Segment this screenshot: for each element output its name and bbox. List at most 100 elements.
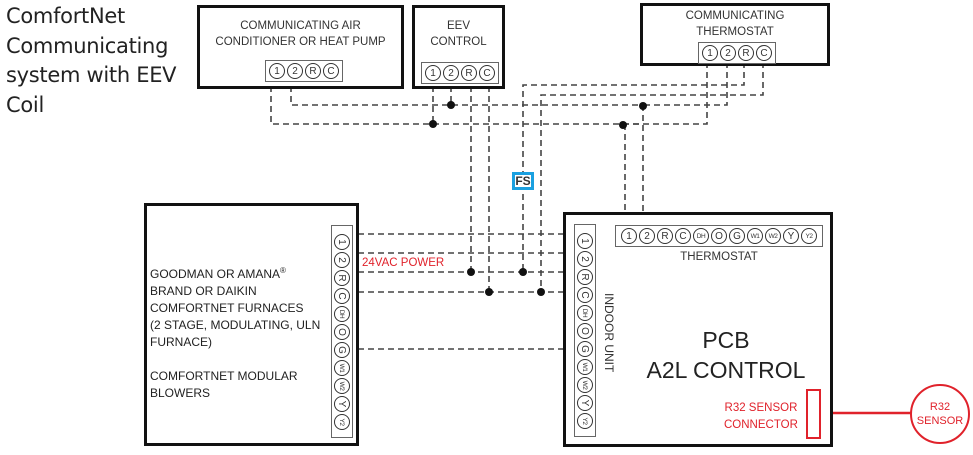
eev-control-box: EEV CONTROL 1 2 R C — [412, 5, 505, 89]
terminal-1: 1 — [621, 228, 637, 244]
sensor-label-line: R32 — [929, 401, 951, 413]
outdoor-unit-label: COMMUNICATING AIR CONDITIONER OR HEAT PU… — [200, 18, 401, 50]
terminal-g: G — [729, 228, 745, 244]
terminal-r: R — [305, 63, 321, 79]
title-line: Coil — [6, 92, 44, 117]
terminal-r: R — [461, 65, 477, 81]
terminal-y2: Y2 — [577, 412, 593, 429]
label-line: COMMUNICATING AIR — [240, 20, 361, 32]
terminal-o: O — [711, 228, 727, 244]
thermostat-box: COMMUNICATING THERMOSTAT 1 2 R C — [640, 3, 830, 66]
terminal-w2: W2 — [334, 377, 350, 394]
furnace-line: COMFORTNET MODULAR — [150, 369, 298, 383]
terminal-g: G — [334, 341, 350, 358]
terminal-2: 2 — [287, 63, 303, 79]
terminal-o: O — [334, 323, 350, 340]
furnace-line: (2 STAGE, MODULATING, ULN — [150, 318, 321, 332]
pcb-title-line: A2L CONTROL — [646, 357, 806, 383]
pcb-box: 1 2 R C DH O G W1 W2 Y Y2 1 2 R C DH O G… — [563, 212, 833, 447]
terminal-r: R — [334, 269, 350, 286]
furnace-box: GOODMAN OR AMANA® BRAND OR DAIKIN COMFOR… — [144, 203, 359, 446]
label-line: EEV — [446, 20, 470, 32]
terminal-w2: W2 — [577, 376, 593, 393]
outdoor-unit-box: COMMUNICATING AIR CONDITIONER OR HEAT PU… — [197, 5, 404, 89]
terminal-1: 1 — [334, 233, 350, 250]
terminal-c: C — [334, 287, 350, 304]
terminal-1: 1 — [577, 232, 593, 249]
terminal-1: 1 — [425, 65, 441, 81]
terminal-1: 1 — [702, 45, 718, 61]
furnace-description: GOODMAN OR AMANA® BRAND OR DAIKIN COMFOR… — [150, 262, 320, 402]
r32-sensor-connector — [806, 389, 821, 439]
junction-dot — [485, 288, 493, 296]
wire-tstat-c — [540, 62, 764, 292]
title-line: ComfortNet — [6, 4, 125, 28]
indoor-unit-label: INDOOR UNIT — [602, 293, 616, 373]
furnace-line: FURNACE) — [150, 335, 212, 349]
terminal-r: R — [577, 268, 593, 285]
junction-dot — [429, 120, 437, 128]
terminal-w1: W1 — [747, 228, 763, 244]
thermostat-terminal-strip: 1 2 R C — [698, 42, 776, 64]
terminal-c: C — [479, 65, 495, 81]
terminal-2: 2 — [720, 45, 736, 61]
terminal-y: Y — [783, 228, 799, 244]
title-line: Communicating — [6, 33, 169, 58]
terminal-y: Y — [334, 395, 350, 412]
furnace-line — [150, 351, 320, 368]
label-line: CONDITIONER OR HEAT PUMP — [215, 36, 386, 48]
indoor-terminal-strip: 1 2 R C DH O G W1 W2 Y Y2 — [574, 224, 596, 437]
wire-tstat-2 — [640, 62, 728, 106]
terminal-c: C — [756, 45, 772, 61]
registered-mark: ® — [280, 266, 286, 275]
terminal-w2: W2 — [765, 228, 781, 244]
pcb-title: PCB A2L CONTROL — [626, 325, 826, 385]
furnace-terminal-strip: 1 2 R C DH O G W1 W2 Y Y2 — [331, 225, 353, 438]
fs-badge: FS — [512, 172, 534, 190]
junction-dot — [467, 268, 475, 276]
furnace-line: GOODMAN OR AMANA® — [150, 262, 320, 283]
terminal-y2: Y2 — [334, 413, 350, 430]
terminal-dh: DH — [577, 304, 593, 321]
terminal-r: R — [738, 45, 754, 61]
eev-terminal-strip: 1 2 R C — [421, 62, 499, 84]
connector-label-line: R32 SENSOR — [724, 402, 798, 414]
power-label: 24VAC POWER — [362, 257, 445, 269]
diagram-title: ComfortNet Communicating system with EEV… — [6, 2, 177, 120]
terminal-w1: W1 — [577, 358, 593, 375]
outdoor-terminal-strip: 1 2 R C — [265, 60, 343, 82]
thermostat-label: COMMUNICATING THERMOSTAT — [643, 8, 827, 40]
junction-dot — [447, 101, 455, 109]
furnace-line: COMFORTNET FURNACES — [150, 301, 304, 315]
furnace-line-text: GOODMAN OR AMANA — [150, 267, 281, 281]
wire-tstat-1 — [625, 62, 708, 125]
label-line: THERMOSTAT — [696, 26, 774, 38]
terminal-2: 2 — [577, 250, 593, 267]
terminal-1: 1 — [269, 63, 285, 79]
junction-dot — [519, 268, 527, 276]
pcb-thermostat-terminal-strip: 1 2 R C DH O G W1 W2 Y Y2 — [615, 225, 823, 247]
sensor-label: R32 SENSOR — [917, 400, 963, 428]
junction-dot — [639, 102, 647, 110]
label-line: COMMUNICATING — [685, 10, 785, 22]
terminal-dh: DH — [693, 228, 709, 244]
pcb-thermostat-label: THERMOSTAT — [680, 251, 758, 263]
terminal-y: Y — [577, 394, 593, 411]
terminal-c: C — [577, 286, 593, 303]
terminal-c: C — [675, 228, 691, 244]
wire-tstat-r — [522, 62, 745, 172]
terminal-dh: DH — [334, 305, 350, 322]
junction-dot — [537, 288, 545, 296]
terminal-c: C — [323, 63, 339, 79]
terminal-y2: Y2 — [801, 228, 817, 244]
title-line: system with EEV — [6, 63, 177, 87]
junction-dot — [619, 121, 627, 129]
terminal-o: O — [577, 322, 593, 339]
connector-label-line: CONNECTOR — [724, 419, 798, 431]
terminal-2: 2 — [639, 228, 655, 244]
furnace-line: BRAND OR DAIKIN — [150, 284, 257, 298]
furnace-line: BLOWERS — [150, 386, 211, 400]
sensor-label-line: SENSOR — [916, 415, 964, 427]
wire-outdoor-1 — [270, 86, 640, 125]
